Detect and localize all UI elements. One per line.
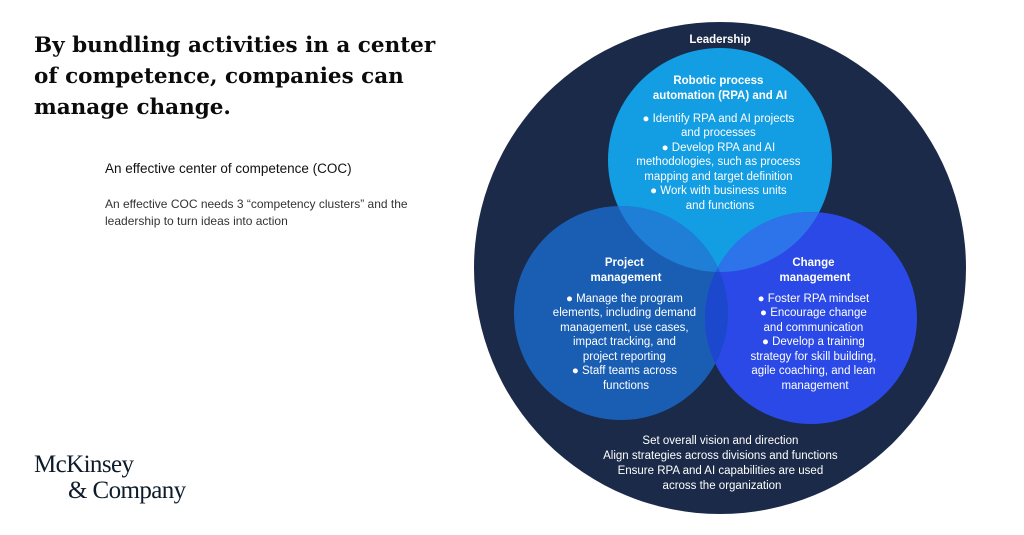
rpa-project-overlap [608,206,728,272]
project-management-description: ● Manage the program elements, including… [553,293,699,392]
diagram-subtitle: An effective center of competence (COC) [105,161,352,176]
change-management-title: Change management [780,257,851,284]
leadership-description: Set overall vision and direction Align s… [603,435,841,492]
rpa-description: ● Identify RPA and AI projects and proce… [636,113,804,212]
leadership-title: Leadership [689,34,750,46]
diagram-description: An effective COC needs 3 “competency clu… [105,197,408,228]
rpa-title: Robotic process automation (RPA) and AI [653,75,787,102]
project-management-title: Project management [591,257,662,284]
logo-line-1: McKinsey [34,451,134,478]
change-management-description: ● Foster RPA mindset ● Encourage change … [750,293,879,392]
logo-line-2: & Company [68,477,186,504]
mckinsey-logo: McKinsey & Company [34,452,186,504]
headline: By bundling activities in a center of co… [34,33,436,120]
rpa-change-overlap [705,212,832,272]
